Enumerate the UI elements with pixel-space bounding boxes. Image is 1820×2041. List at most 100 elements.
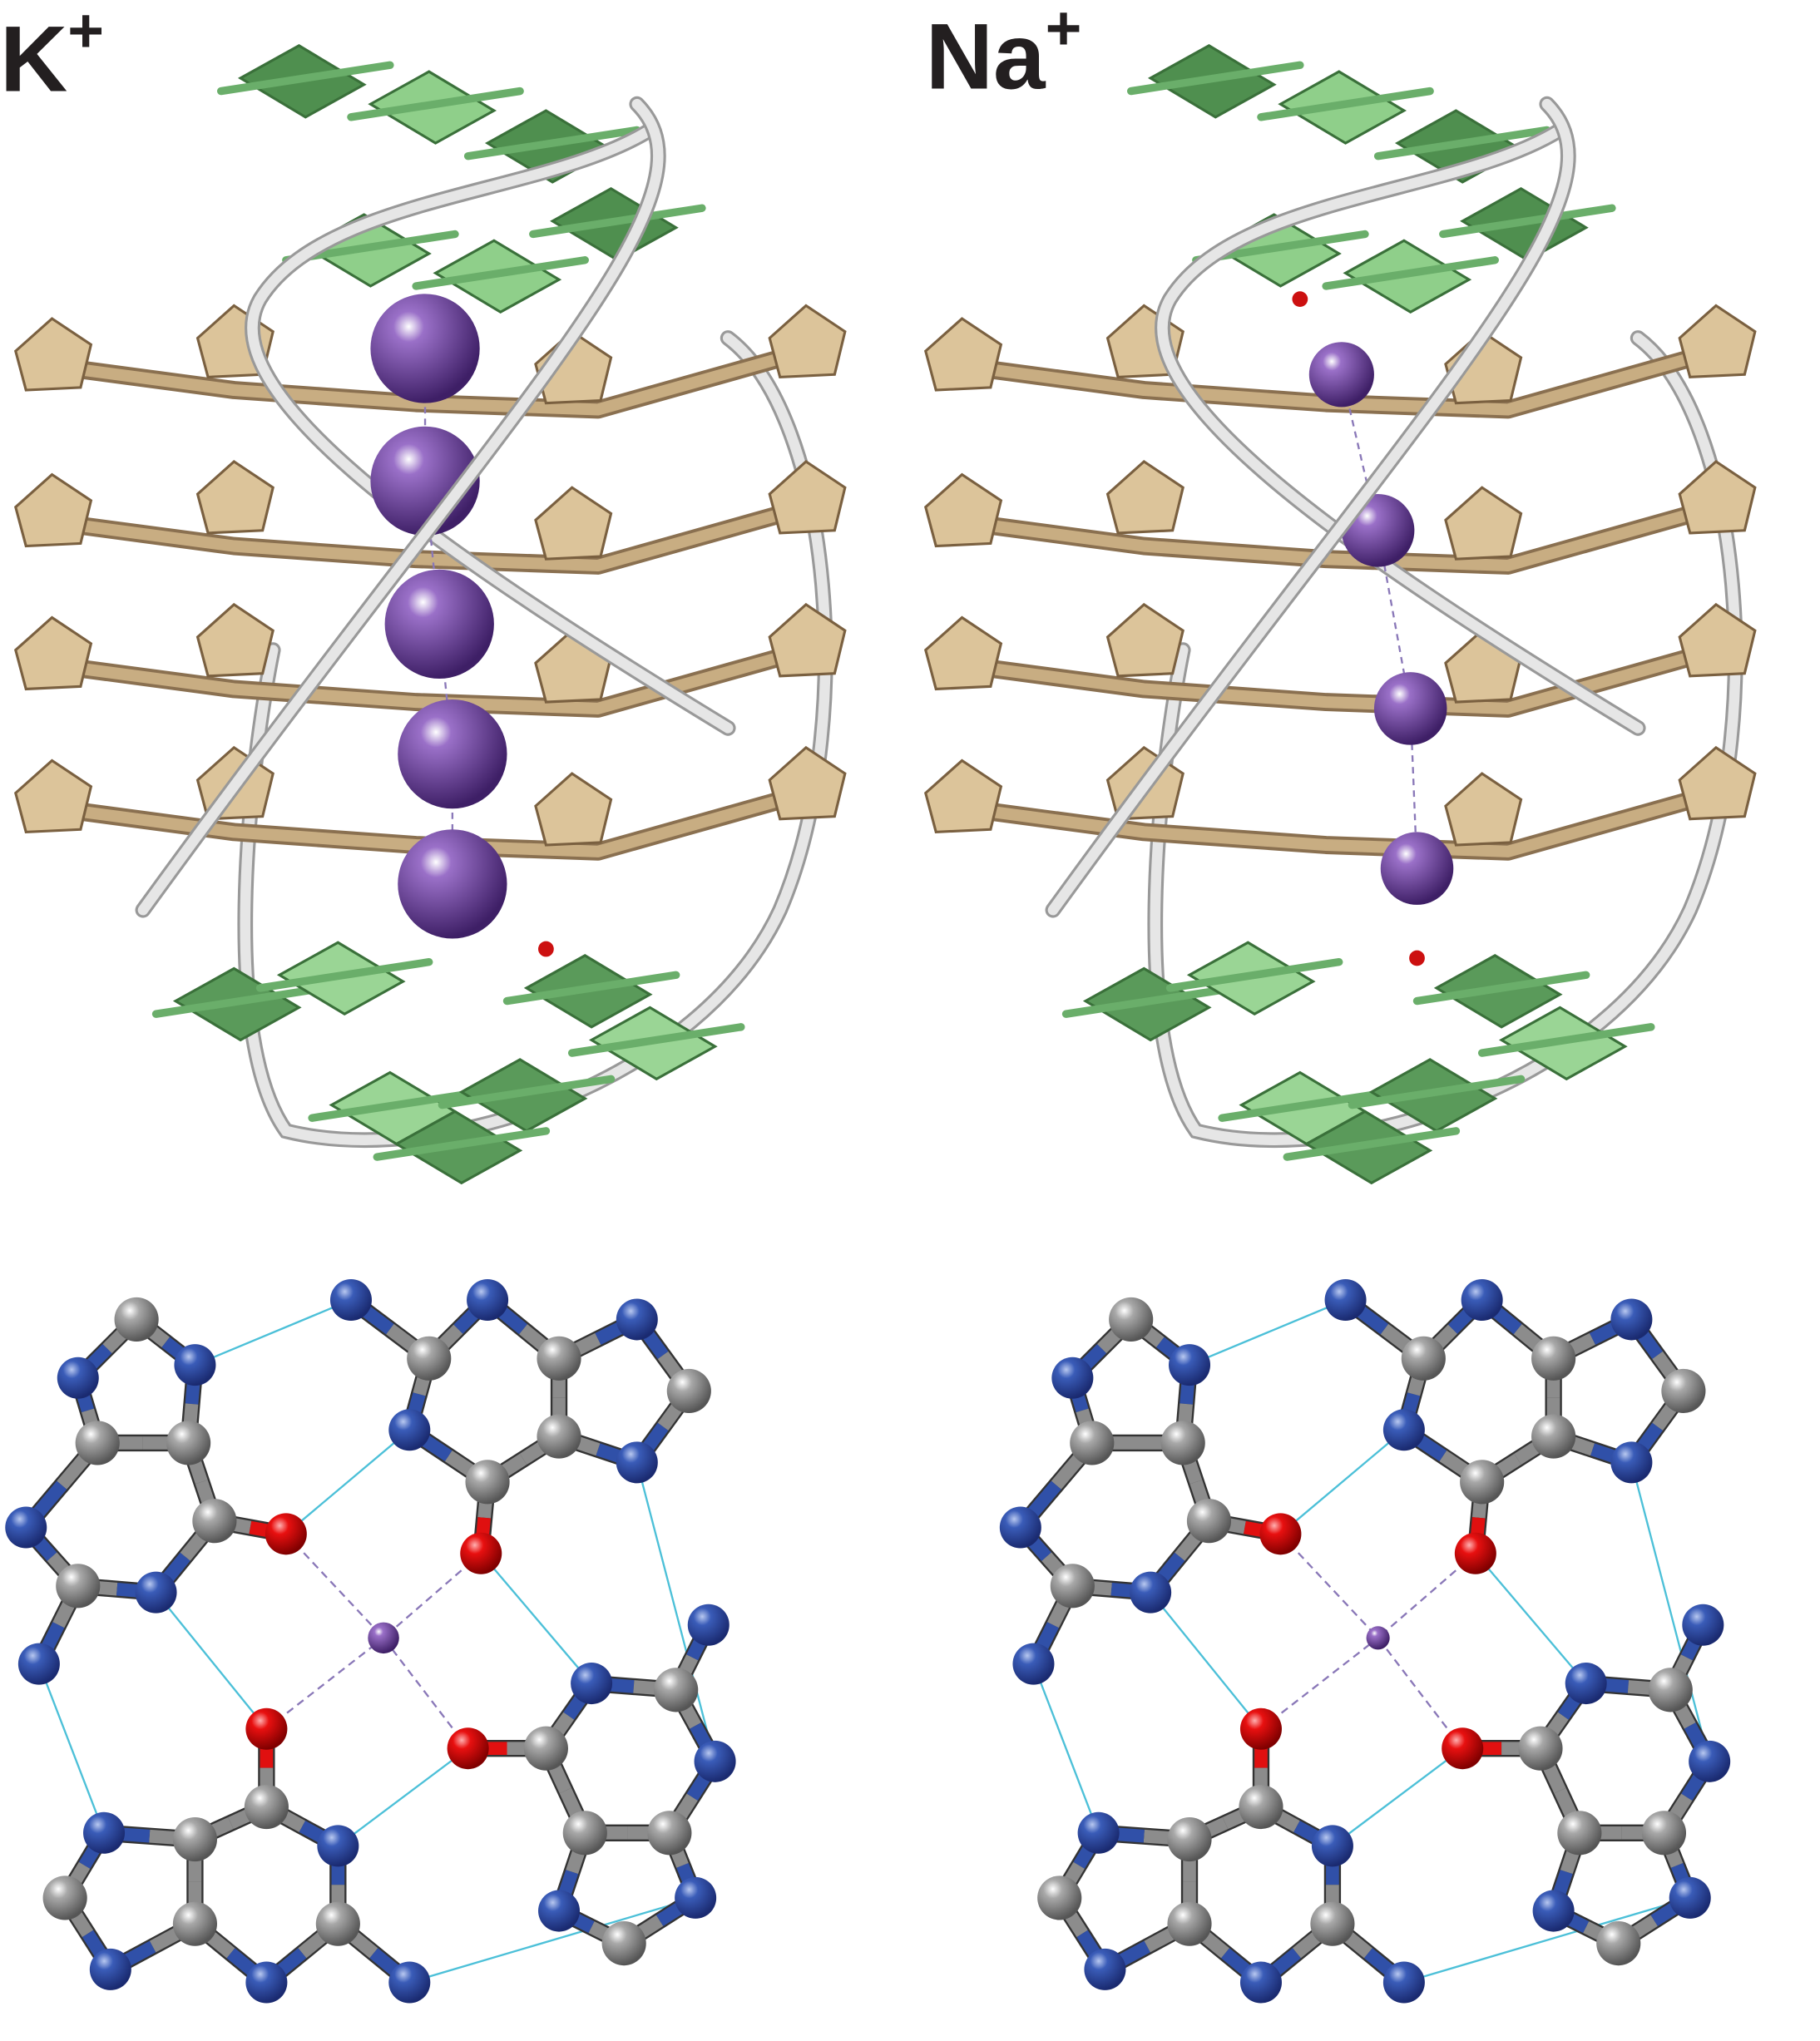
oxygen-atom xyxy=(265,1513,307,1555)
nitrogen-atom xyxy=(1084,1948,1126,1990)
carbon-atom xyxy=(1531,1414,1576,1459)
metal-ion xyxy=(370,294,480,403)
sugar-ring xyxy=(534,772,613,847)
loop-base-bond xyxy=(151,984,329,1018)
carbon-atom xyxy=(562,1811,607,1856)
loop-base-bond xyxy=(1165,957,1343,992)
carbon-atom xyxy=(647,1811,692,1856)
oxygen-atom xyxy=(1442,1727,1484,1770)
coordination-line xyxy=(383,1552,482,1639)
carbon-atom xyxy=(1037,1875,1082,1920)
coordination-line xyxy=(383,1637,469,1749)
coordination-line xyxy=(284,1533,384,1639)
metal-ion xyxy=(398,699,507,809)
nitrogen-atom xyxy=(83,1811,126,1854)
nitrogen-atom xyxy=(1461,1279,1503,1322)
hydrogen-bond xyxy=(1332,1747,1463,1847)
sugar-ring xyxy=(1678,304,1757,379)
loop-base-bond xyxy=(463,126,641,161)
water-oxygen xyxy=(1409,950,1425,966)
backbone-strand xyxy=(137,98,664,916)
nitrogen-atom xyxy=(388,1961,431,2004)
nitrogen-atom xyxy=(1311,1825,1353,1867)
backbone-strand xyxy=(247,125,734,734)
nitrogen-atom xyxy=(1610,1441,1653,1484)
carbon-atom xyxy=(1460,1460,1505,1505)
loop-base-bond xyxy=(1322,256,1499,290)
nitrogen-atom xyxy=(317,1825,359,1867)
nitrogen-atom xyxy=(1565,1663,1607,1705)
carbon-atom xyxy=(537,1414,581,1459)
coordination-line xyxy=(1377,1637,1464,1749)
nitrogen-atom xyxy=(1682,1604,1724,1646)
loop-base-bond xyxy=(216,61,394,96)
nitrogen-atom xyxy=(329,1279,372,1322)
quadruplex-structure-na xyxy=(923,44,1757,1185)
carbon-atom xyxy=(1661,1368,1706,1413)
carbon-atom xyxy=(1109,1297,1154,1342)
sugar-ring xyxy=(1678,602,1757,678)
hydrogen-bond xyxy=(480,1553,592,1684)
oxygen-atom xyxy=(447,1727,489,1770)
nitrogen-atom xyxy=(1382,1409,1425,1451)
carbon-atom xyxy=(1186,1499,1232,1544)
hydrogen-bond xyxy=(37,1663,106,1834)
loop-base-bond xyxy=(438,1075,616,1109)
loop-base-bond xyxy=(1439,204,1616,239)
panel-na: Na+ xyxy=(923,0,1757,2004)
sugar-ring xyxy=(534,486,613,561)
loop-base-bond xyxy=(373,1127,551,1161)
carbon-atom xyxy=(192,1499,237,1544)
hydrogen-bond xyxy=(1189,1298,1347,1366)
carbon-atom xyxy=(1648,1668,1693,1712)
carbon-atom xyxy=(1239,1784,1283,1830)
nitrogen-atom xyxy=(1051,1357,1094,1399)
sugar-ring xyxy=(1105,602,1184,678)
carbon-atom xyxy=(1531,1336,1576,1381)
carbon-atom xyxy=(537,1336,581,1381)
nitrogen-atom xyxy=(571,1663,613,1705)
metal-ion xyxy=(368,1622,399,1654)
loop-base-bond xyxy=(1412,971,1590,1006)
nitrogen-atom xyxy=(1130,1571,1172,1614)
carbon-atom xyxy=(114,1297,159,1342)
backbone-strand xyxy=(1157,125,1644,734)
carbon-atom xyxy=(523,1726,568,1771)
hydrogen-bond xyxy=(337,1747,469,1847)
sugar-ring xyxy=(768,602,847,678)
sugar-ring xyxy=(195,602,274,678)
carbon-atom xyxy=(166,1421,211,1465)
carbon-atom xyxy=(654,1668,699,1712)
panel-label-na: Na+ xyxy=(926,0,1082,108)
hydrogen-bond xyxy=(1150,1591,1262,1730)
carbon-atom xyxy=(42,1875,87,1920)
sugar-ring xyxy=(923,472,1003,548)
quadruplex-structure-k xyxy=(13,44,847,1185)
metal-ion xyxy=(1308,342,1374,408)
loop-base-bond xyxy=(255,957,433,992)
sugar-ring xyxy=(923,759,1003,834)
hydrogen-bond xyxy=(194,1298,352,1366)
carbon-atom xyxy=(244,1784,289,1830)
carbon-atom xyxy=(1167,1901,1212,1946)
nitrogen-atom xyxy=(1610,1298,1653,1341)
sugar-ring xyxy=(195,460,274,535)
hydrogen-bond xyxy=(1279,1429,1405,1535)
hydrogen-bond xyxy=(1630,1462,1711,1762)
carbon-atom xyxy=(1070,1421,1115,1465)
nitrogen-atom xyxy=(616,1441,658,1484)
metal-ion xyxy=(1380,832,1454,905)
carbon-atom xyxy=(666,1368,711,1413)
carbon-atom xyxy=(172,1901,217,1946)
sugar-ring xyxy=(1105,460,1184,535)
loop-base-bond xyxy=(529,204,706,239)
nitrogen-atom xyxy=(687,1604,729,1646)
loop-base-bond xyxy=(1257,86,1434,121)
hydrogen-bond xyxy=(1032,1663,1100,1834)
nitrogen-atom xyxy=(1324,1279,1367,1322)
nitrogen-atom xyxy=(135,1571,177,1614)
oxygen-atom xyxy=(245,1707,288,1750)
g-quartet-k xyxy=(5,1279,736,2004)
sugar-ring xyxy=(923,615,1003,691)
